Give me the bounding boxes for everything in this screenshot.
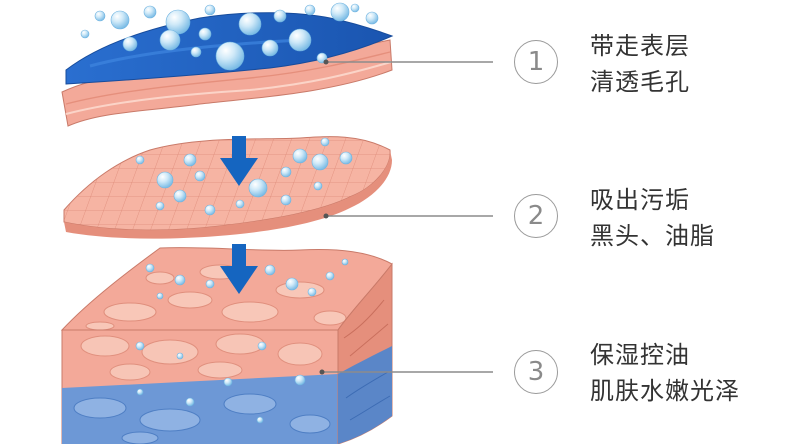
water-bubble [311, 153, 329, 171]
water-bubble [339, 151, 353, 165]
leader-lines [322, 61, 493, 373]
down-arrow-icon [220, 244, 258, 294]
water-bubble [122, 36, 138, 52]
water-bubble [223, 377, 233, 387]
water-bubbles [80, 2, 379, 424]
down-arrow-icon [220, 136, 258, 186]
water-bubble [176, 352, 184, 360]
water-bubble [264, 264, 276, 276]
water-bubble [257, 341, 267, 351]
step-1-line-2: 清透毛孔 [590, 68, 690, 96]
step-number-2: 2 [514, 194, 558, 238]
layer-2-skin-sheet [63, 136, 392, 239]
leader-dots [319, 59, 329, 375]
water-bubble [204, 204, 216, 216]
water-bubble [273, 9, 287, 23]
water-bubble [136, 388, 144, 396]
water-bubble [325, 271, 335, 281]
water-bubble [292, 148, 308, 164]
water-bubble [330, 2, 350, 22]
step-label-1: 带走表层 清透毛孔 [590, 28, 690, 100]
water-bubble [173, 189, 187, 203]
step-3-line-1: 保湿控油 [590, 341, 690, 369]
water-bubble [320, 137, 330, 147]
water-bubble [238, 12, 262, 36]
water-bubble [194, 170, 206, 182]
water-bubble [156, 292, 164, 300]
water-bubble [350, 3, 360, 13]
water-bubble [174, 274, 186, 286]
water-bubble [313, 181, 323, 191]
water-bubble [280, 166, 292, 178]
water-bubble [365, 11, 379, 25]
water-bubble [215, 41, 245, 71]
step-label-2: 吸出污垢 黑头、油脂 [590, 182, 715, 254]
water-bubble [261, 39, 279, 57]
layer-3-skin-block [60, 247, 393, 444]
water-bubble [190, 46, 202, 58]
step-2-line-1: 吸出污垢 [590, 186, 690, 214]
water-bubble [288, 28, 312, 52]
water-bubble [280, 194, 292, 206]
water-bubble [304, 4, 316, 16]
step-3-line-2: 肌肤水嫩光泽 [590, 377, 740, 405]
water-bubble [159, 29, 181, 51]
water-bubble [156, 171, 174, 189]
step-label-3: 保湿控油 肌肤水嫩光泽 [590, 337, 740, 409]
water-bubble [294, 374, 306, 386]
water-bubble [256, 416, 264, 424]
water-bubble [341, 258, 349, 266]
water-bubble [185, 397, 195, 407]
water-bubble [307, 287, 317, 297]
step-number-3: 3 [514, 350, 558, 394]
water-bubble [204, 4, 216, 16]
step-number-1: 1 [514, 40, 558, 84]
water-bubble [135, 155, 145, 165]
water-bubble [135, 341, 145, 351]
water-bubble [143, 5, 157, 19]
water-bubble [205, 279, 215, 289]
water-bubble [183, 153, 197, 167]
water-bubble [80, 29, 90, 39]
water-bubble [94, 10, 106, 22]
step-2-line-2: 黑头、油脂 [590, 222, 715, 250]
water-bubble [110, 10, 130, 30]
water-bubble [235, 199, 245, 209]
water-bubble [285, 277, 299, 291]
water-bubble [198, 27, 212, 41]
water-bubble [155, 201, 165, 211]
water-bubble [248, 178, 268, 198]
water-bubble [145, 263, 155, 273]
step-1-line-1: 带走表层 [590, 32, 690, 60]
